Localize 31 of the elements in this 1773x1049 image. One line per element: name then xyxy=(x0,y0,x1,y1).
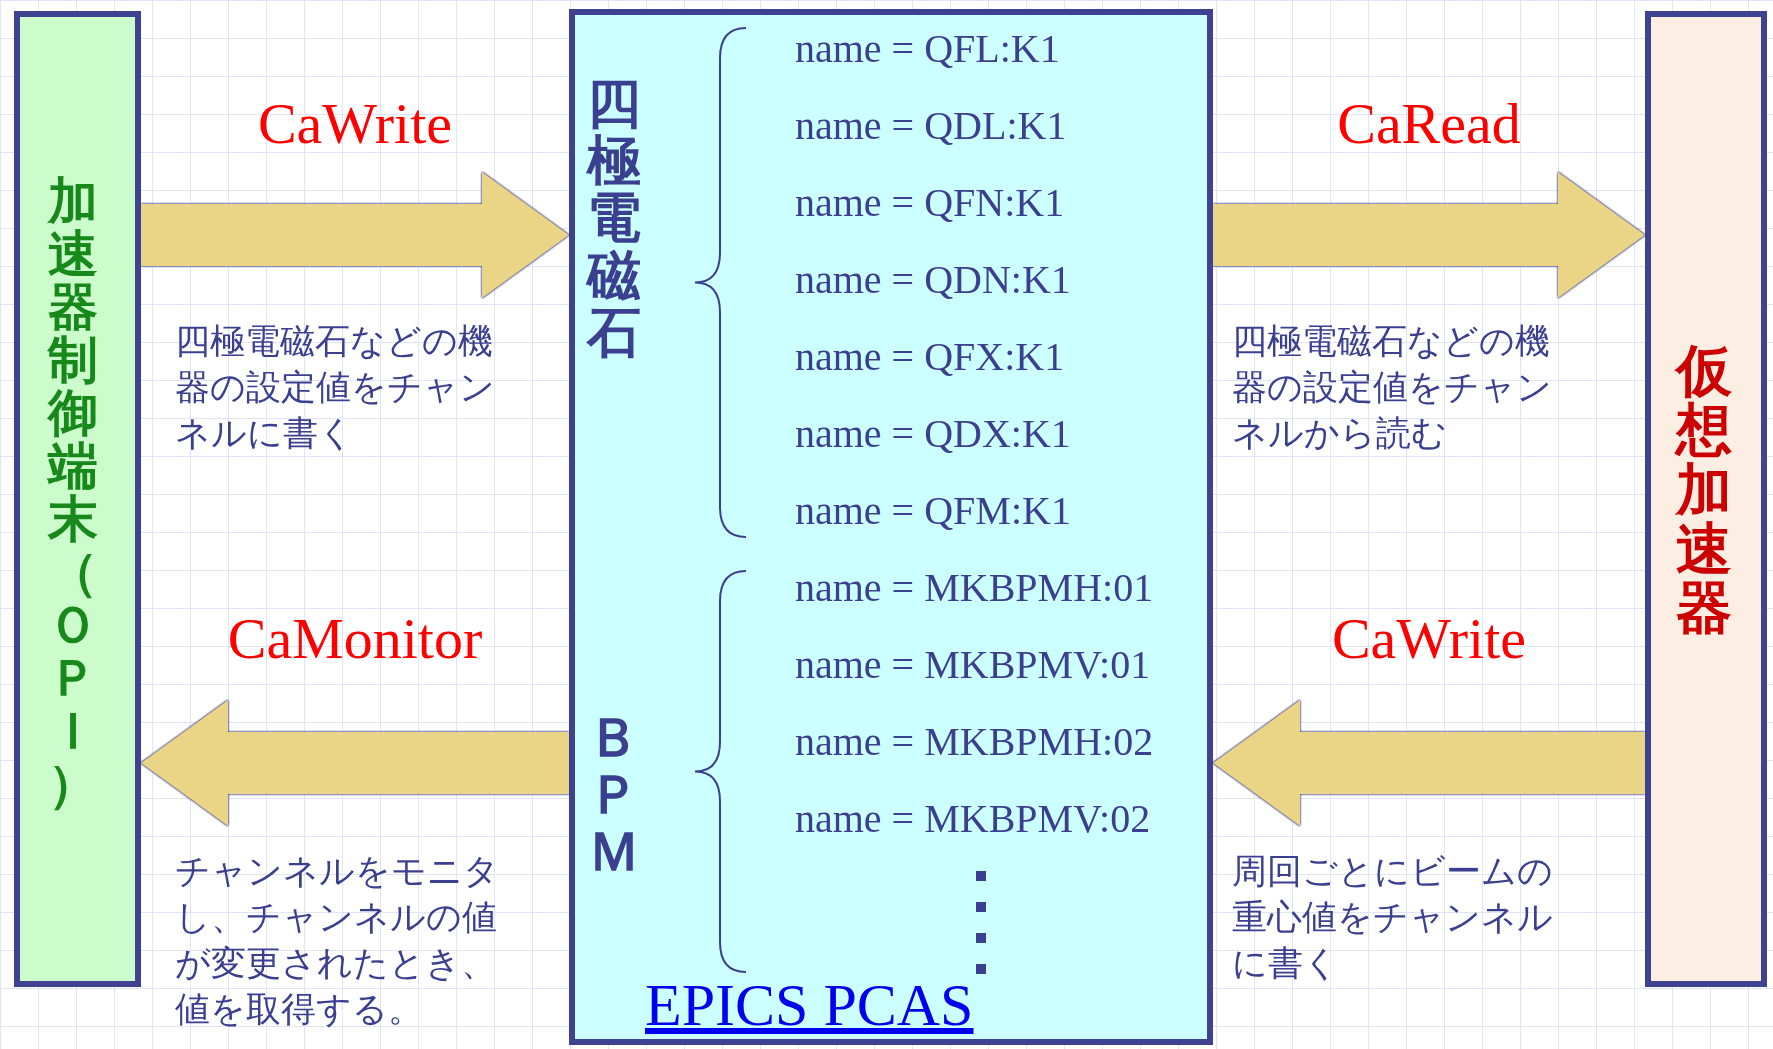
block-arrow xyxy=(141,700,569,826)
process-box xyxy=(1645,11,1767,987)
block-arrow xyxy=(141,172,569,298)
note-text: 四極電磁石などの機器の設定値をチャンネルに書く xyxy=(175,320,496,455)
box-title: 仮想加速器 xyxy=(1673,341,1734,638)
box-title: 加速器制御端末（ＯＰＩ） xyxy=(46,175,99,811)
block-arrow xyxy=(1213,172,1645,298)
channel-name: name = QFN:K1 xyxy=(795,179,1065,227)
channel-name: name = MKBPMV:02 xyxy=(795,795,1151,843)
channel-name: name = MKBPMH:01 xyxy=(795,564,1154,612)
channel-name: name = QDX:K1 xyxy=(795,410,1071,458)
note-text: 周回ごとにビームの重心値をチャンネルに書く xyxy=(1232,850,1554,985)
channel-name: name = QDL:K1 xyxy=(795,102,1067,150)
channel-name: name = QFM:K1 xyxy=(795,487,1071,535)
channel-name: name = QDN:K1 xyxy=(795,256,1071,304)
edge-label: CaWrite xyxy=(1331,607,1527,671)
block-arrow xyxy=(1213,700,1645,826)
edge-label: CaRead xyxy=(1337,92,1521,156)
edge-label: CaMonitor xyxy=(227,607,483,671)
process-box xyxy=(14,11,141,987)
server-box xyxy=(569,9,1213,1045)
note-text: チャンネルをモニタし、チャンネルの値が変更されたとき、値を取得する。 xyxy=(175,850,500,1031)
edge-label: CaWrite xyxy=(257,92,453,156)
link-text: EPICS PCAS xyxy=(645,973,974,1037)
channel-name: name = MKBPMV:01 xyxy=(795,641,1151,689)
note-text: 四極電磁石などの機器の設定値をチャンネルから読む xyxy=(1232,320,1553,455)
group-label: ＢＰＭ xyxy=(586,709,643,881)
group-label: 四極電磁石 xyxy=(584,75,643,362)
channel-name: name = MKBPMH:02 xyxy=(795,718,1154,766)
channel-name: name = QFL:K1 xyxy=(795,25,1060,73)
channel-name: name = QFX:K1 xyxy=(795,333,1065,381)
